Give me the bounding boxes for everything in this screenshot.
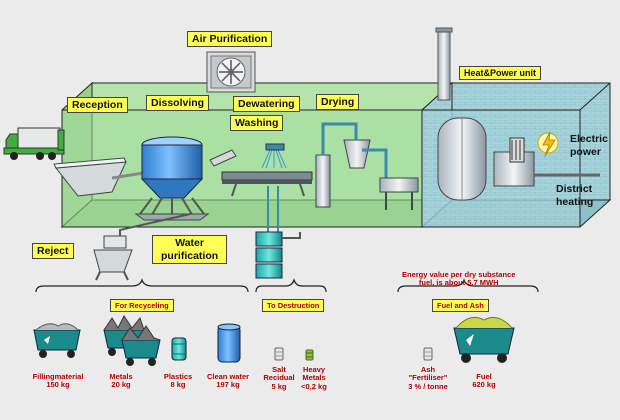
boiler-turbine [379, 117, 600, 210]
output-name-line2: Metals [302, 373, 326, 383]
canister-icon [423, 347, 433, 361]
output-value: 3 % / tonne [408, 381, 448, 391]
group-fuel-ash: Fuel and Ash [432, 299, 489, 312]
output-metals: Metals 20 kg [106, 372, 136, 390]
label-heat-power-unit: Heat&Power unit [459, 66, 542, 80]
output-value: 197 kg [216, 380, 240, 390]
output-salt-recidual: Salt Recidual 5 kg [262, 365, 296, 391]
output-value: 5 kg [271, 381, 287, 391]
barrel-icon [217, 323, 241, 363]
label-electric-power-line2: power [570, 145, 601, 158]
group-destruction: To Destruction [262, 299, 325, 312]
output-brackets [35, 278, 539, 293]
dewatering-washing-unit [209, 143, 313, 197]
reject-container [93, 213, 191, 281]
output-value: 620 kg [472, 380, 496, 390]
drying-unit [315, 122, 388, 208]
output-name: Fillingmaterial [32, 372, 84, 381]
label-district-heating: District heating [556, 183, 593, 208]
garbage-truck-icon [3, 127, 65, 160]
output-name-line1: Ash [420, 365, 436, 374]
output-ash-fertiliser: Ash "Fertiliser" 3 % / tonne [404, 365, 452, 391]
output-clean-water: Clean water 197 kg [204, 372, 252, 390]
output-value: 8 kg [170, 380, 186, 390]
output-name: Metals [109, 372, 133, 381]
canister-icon [305, 349, 314, 361]
output-name: Clean water [206, 372, 250, 381]
output-fillingmaterial: Fillingmaterial 150 kg [28, 372, 88, 390]
label-water-purification-line2: purification [161, 249, 219, 262]
canister-icon [274, 347, 284, 361]
lightning-icon [537, 131, 559, 157]
fan-icon [206, 51, 256, 93]
output-name-line2: "Fertiliser" [408, 373, 448, 383]
energy-note-line1: Energy value per dry substance [402, 270, 516, 279]
output-name: Plastics [163, 372, 193, 381]
label-district-heating-line1: District [556, 183, 593, 195]
label-washing: Washing [230, 115, 284, 131]
label-electric-power: Electric power [570, 133, 608, 158]
label-reject: Reject [32, 243, 74, 259]
label-drying: Drying [316, 94, 360, 110]
label-air-purification: Air Purification [187, 31, 273, 47]
dissolving-tank [134, 136, 210, 221]
energy-note: Energy value per dry substance fuel, is … [402, 270, 516, 288]
output-value: <0,2 kg [301, 381, 327, 391]
group-recycling: For Recyceling [110, 299, 174, 312]
output-name: Fuel [476, 372, 492, 381]
output-name-line1: Salt [272, 365, 286, 374]
output-fuel: Fuel 620 kg [466, 372, 502, 390]
output-heavy-metals: Heavy Metals <0,2 kg [296, 365, 332, 391]
output-plastics: Plastics 8 kg [160, 372, 196, 390]
label-dewatering: Dewatering [233, 96, 300, 112]
energy-note-line2: fuel, is about 5.7 MWH [418, 278, 499, 288]
cart-icon [103, 315, 161, 366]
label-dissolving: Dissolving [146, 95, 210, 111]
barrel-icon [171, 337, 187, 361]
cart-icon [453, 316, 515, 363]
water-purification-unit [255, 186, 301, 279]
label-water-purification: Water purification [152, 235, 228, 265]
output-value: 150 kg [46, 380, 70, 390]
output-value: 20 kg [111, 380, 131, 390]
label-reception: Reception [67, 97, 128, 113]
output-name-line1: Heavy [302, 365, 326, 374]
cart-icon [33, 323, 81, 358]
label-district-heating-line2: heating [556, 195, 594, 208]
output-name-line2: Recidual [263, 373, 295, 383]
label-electric-power-line1: Electric [570, 133, 608, 145]
label-water-purification-line1: Water [175, 237, 204, 249]
